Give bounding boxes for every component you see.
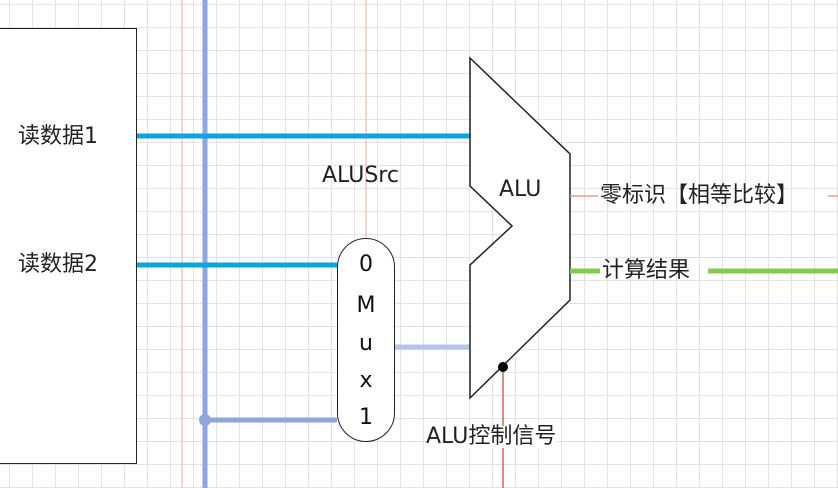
register-file-box	[0, 28, 137, 464]
mux-input-0-label: 0	[359, 252, 373, 277]
mux-letter-m: M	[356, 293, 376, 318]
mux-input-1-label: 1	[359, 405, 373, 430]
alusrc-label: ALUSrc	[322, 163, 399, 188]
read-data-2-label: 读数据2	[18, 252, 98, 277]
alu-shape	[469, 56, 571, 400]
zero-flag-label: 零标识【相等比较】	[600, 183, 799, 208]
result-label: 计算结果	[602, 258, 691, 283]
mux-letter-x: x	[359, 368, 373, 393]
read-data-1-label: 读数据1	[18, 124, 98, 149]
alu-label: ALU	[499, 177, 542, 202]
mux-box	[337, 238, 395, 442]
mux-letter-u: u	[359, 331, 373, 356]
alu-control-dot	[498, 362, 508, 372]
alu-control-label: ALU控制信号	[426, 424, 557, 449]
bus-junction-dot	[199, 414, 211, 426]
